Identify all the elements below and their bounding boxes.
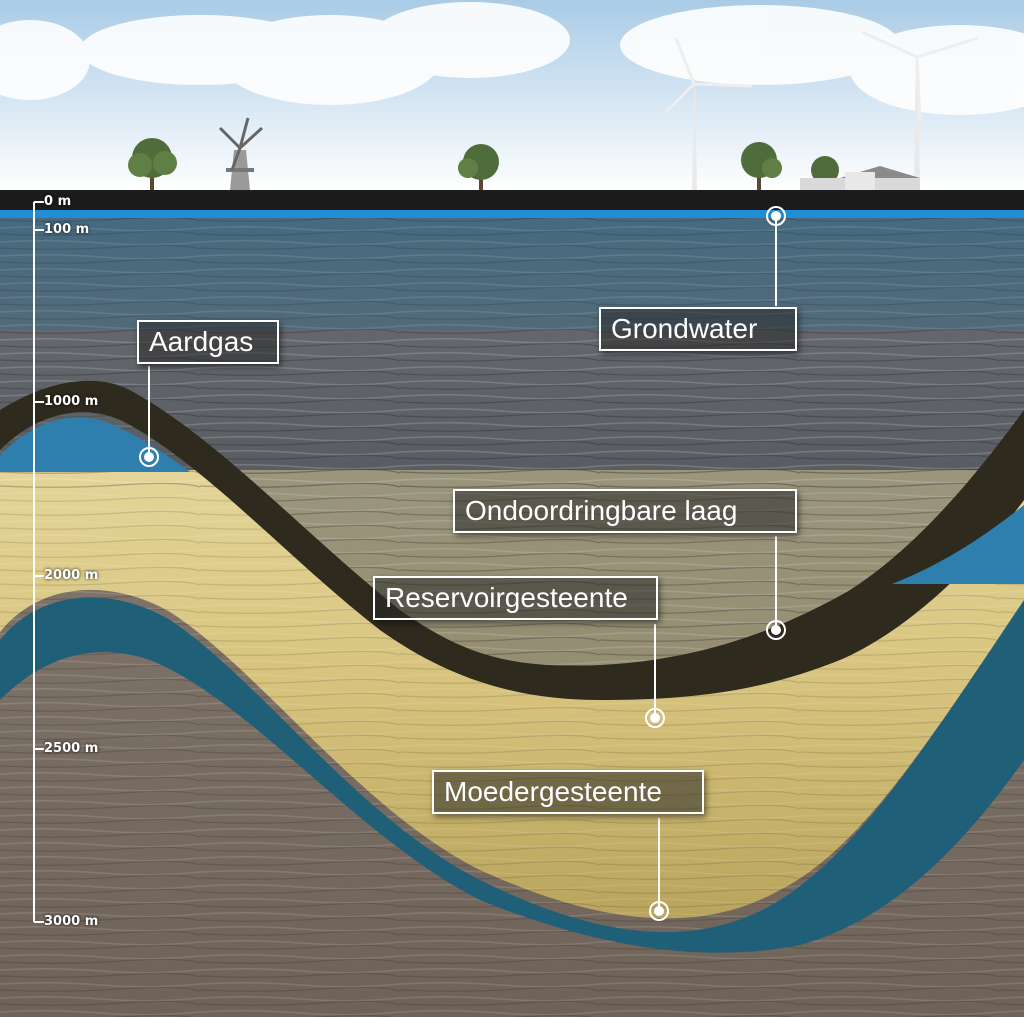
- label-reservoirgesteente: Reservoirgesteente: [373, 576, 658, 620]
- label-ondoordringbare-laag: Ondoordringbare laag: [453, 489, 797, 533]
- label-grondwater: Grondwater: [599, 307, 797, 351]
- depth-label-0: 0 m: [44, 195, 71, 209]
- depth-label-3000: 3000 m: [44, 915, 98, 929]
- depth-label-100: 100 m: [44, 223, 89, 237]
- depth-label-2500: 2500 m: [44, 742, 98, 756]
- depth-label-2000: 2000 m: [44, 569, 98, 583]
- groundwater-layer: [0, 210, 1024, 218]
- depth-label-1000: 1000 m: [44, 395, 98, 409]
- label-aardgas: Aardgas: [137, 320, 279, 364]
- surface-strip: [0, 190, 1024, 210]
- label-moedergesteente: Moedergesteente: [432, 770, 704, 814]
